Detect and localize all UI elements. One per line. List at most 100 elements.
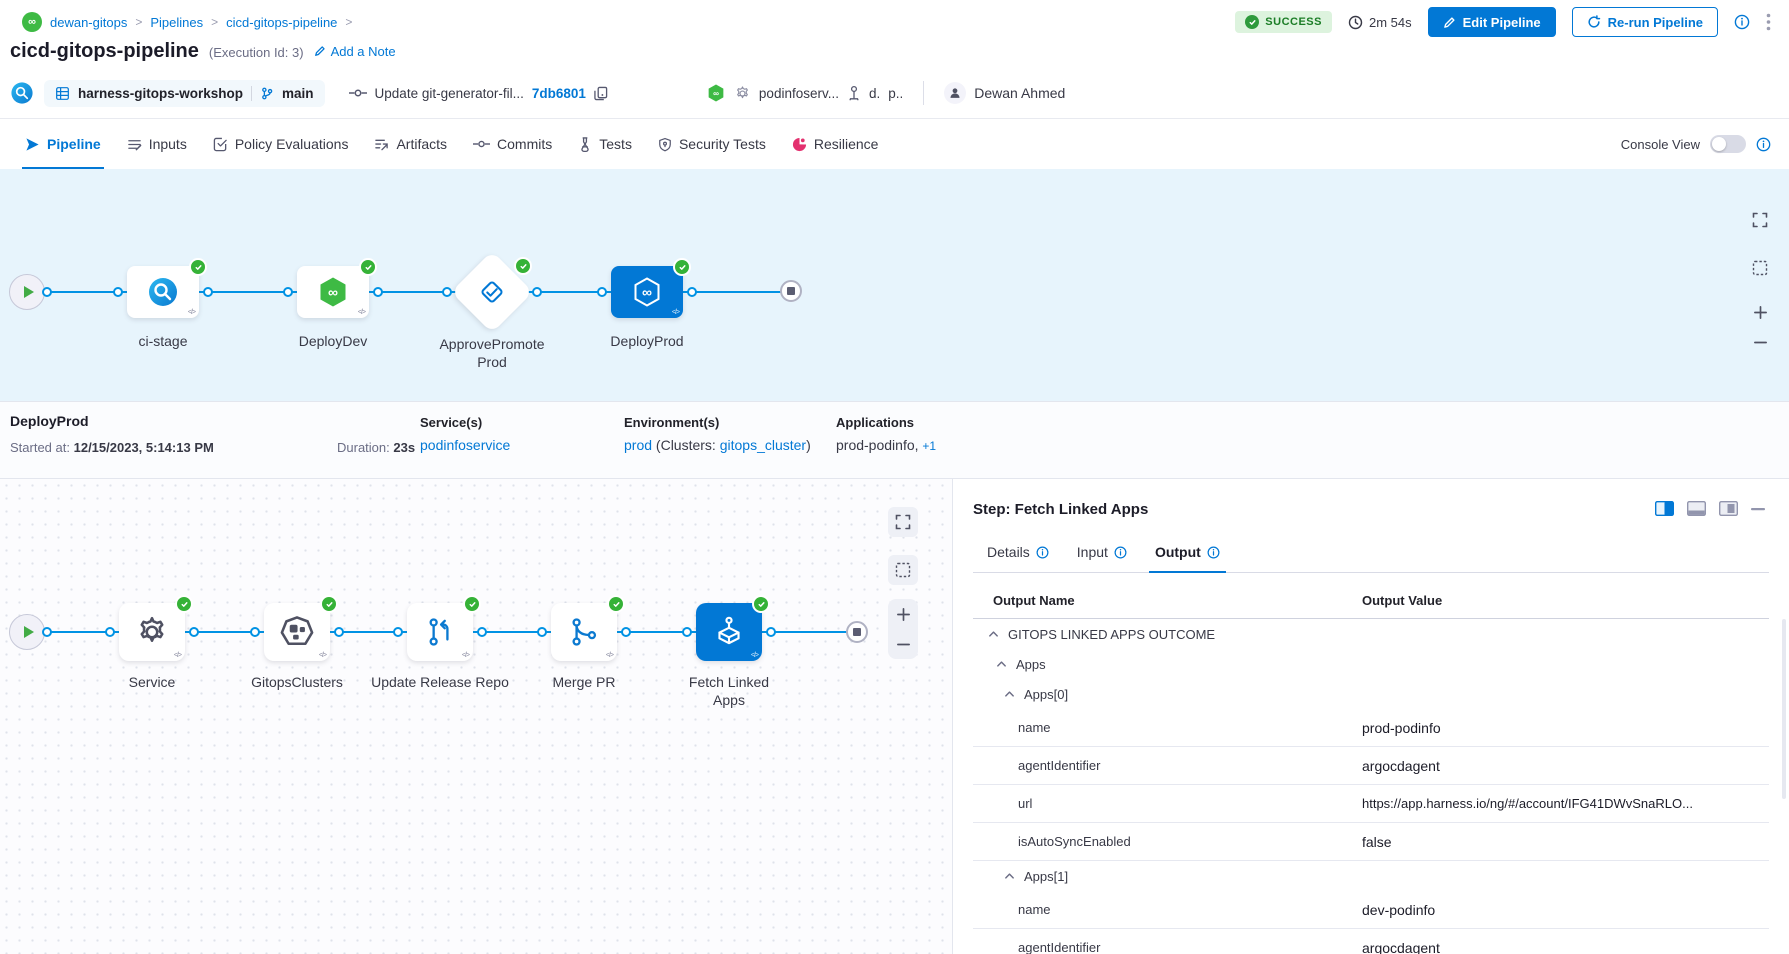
code-chevrons-icon: </> <box>605 652 614 659</box>
commit-sha[interactable]: 7db6801 <box>531 85 586 101</box>
output-group-row[interactable]: Apps[0] <box>973 679 1769 709</box>
approval-check-icon <box>481 281 503 303</box>
zoom-in-button[interactable] <box>888 599 918 629</box>
step-graph-canvas[interactable]: </> Service </> GitopsClusters </> <box>0 479 953 954</box>
chevron-up-icon[interactable] <box>1004 872 1015 880</box>
breadcrumb-project[interactable]: dewan-gitops <box>50 14 128 30</box>
stage-graph-canvas[interactable]: </> ci-stage ∞ </> DeployDev ApproveProm… <box>0 169 1789 401</box>
stage-node-ci-stage[interactable]: </> ci-stage <box>113 258 213 349</box>
rerun-pipeline-button[interactable]: Re-run Pipeline <box>1571 7 1718 37</box>
fullscreen-button[interactable] <box>1745 205 1775 235</box>
output-group-row[interactable]: Apps[1] <box>973 861 1769 891</box>
inputs-icon <box>127 139 142 150</box>
success-check-icon <box>189 258 207 276</box>
service-name-truncated[interactable]: podinfoserv... <box>758 85 839 101</box>
breadcrumb-pipeline[interactable]: cicd-gitops-pipeline <box>226 14 338 30</box>
fullscreen-button[interactable] <box>888 507 918 537</box>
output-name-cell: agentIdentifier <box>1018 758 1101 773</box>
breadcrumb-pipelines[interactable]: Pipelines <box>150 14 204 30</box>
layout-minimized-icon[interactable] <box>1719 501 1738 516</box>
service-link[interactable]: podinfoservice <box>420 437 511 453</box>
stage-node-approvepromoteprod[interactable]: ApprovePromoteProd <box>439 250 545 370</box>
chevron-up-icon[interactable] <box>1004 690 1015 698</box>
branch-name[interactable]: main <box>282 85 314 101</box>
steps-start-node[interactable] <box>9 614 52 650</box>
tab-output[interactable]: Output <box>1141 538 1234 573</box>
chevron-up-icon[interactable] <box>988 630 999 638</box>
code-chevrons-icon: </> <box>318 652 327 659</box>
tab-inputs[interactable]: Inputs <box>114 119 200 169</box>
code-chevrons-icon: </> <box>671 309 680 316</box>
output-group-row[interactable]: GITOPS LINKED APPS OUTCOME <box>973 619 1769 649</box>
tab-details[interactable]: Details <box>973 538 1063 572</box>
console-view-toggle[interactable] <box>1710 135 1746 153</box>
environment-link[interactable]: prod <box>624 437 653 453</box>
selection-mode-button[interactable] <box>1745 253 1775 283</box>
layout-split-right-icon[interactable] <box>1655 501 1674 516</box>
svg-text:∞: ∞ <box>642 284 652 300</box>
output-group-row[interactable]: Apps <box>973 649 1769 679</box>
stage-node-deployprod[interactable]: ∞ </> DeployProd <box>597 258 697 349</box>
pipeline-edge <box>27 291 791 293</box>
step-node-fetch-linked-apps[interactable]: </> Fetch Linked Apps <box>682 595 776 708</box>
step-node-merge-pr[interactable]: </> Merge PR <box>537 595 631 690</box>
triggered-by: Dewan Ahmed <box>944 82 1065 104</box>
step-label: GitopsClusters <box>251 674 343 690</box>
check-icon <box>1245 15 1260 29</box>
tab-policy-evaluations[interactable]: Policy Evaluations <box>200 119 362 169</box>
step-node-update-release-repo[interactable]: </> Update Release Repo <box>371 595 509 690</box>
info-icon[interactable] <box>1756 137 1771 152</box>
repo-name[interactable]: harness-gitops-workshop <box>78 85 244 101</box>
port <box>373 287 383 297</box>
environment-truncated-2[interactable]: p.. <box>888 85 904 101</box>
selection-mode-button[interactable] <box>888 555 918 585</box>
code-chevrons-icon: </> <box>187 309 196 316</box>
stage-node-deploydev[interactable]: ∞ </> DeployDev <box>283 258 383 349</box>
layout-bottom-icon[interactable] <box>1687 501 1706 516</box>
info-icon[interactable] <box>1734 14 1750 30</box>
column-output-value: Output Value <box>1362 593 1443 608</box>
applications-more-link[interactable]: +1 <box>922 439 937 453</box>
output-table: Output Name Output Value GITOPS LINKED A… <box>973 593 1769 954</box>
service-info: ∞ podinfoserv... d. p.. <box>706 83 903 103</box>
kebab-menu-icon[interactable] <box>1766 13 1771 31</box>
panel-scrollbar[interactable] <box>1782 619 1786 799</box>
chevron-up-icon[interactable] <box>996 660 1007 668</box>
step-node-service[interactable]: </> Service <box>105 595 199 690</box>
step-node-gitopsclusters[interactable]: </> GitopsClusters <box>250 595 344 690</box>
started-at: Started at: 12/15/2023, 5:14:13 PM <box>10 440 214 455</box>
stage-label: DeployProd <box>610 333 684 349</box>
divider <box>923 81 925 105</box>
steps-end-node[interactable] <box>846 621 868 643</box>
success-check-icon <box>359 258 377 276</box>
pipeline-start-node[interactable] <box>9 274 52 310</box>
group-name: Apps[0] <box>1024 686 1069 702</box>
applications-column: Applications prod-podinfo, +1 <box>836 415 937 453</box>
commit-message[interactable]: Update git-generator-fil... <box>374 85 524 101</box>
merge-pr-icon <box>572 618 597 646</box>
collapse-panel-icon[interactable] <box>1751 507 1765 511</box>
tab-security-tests[interactable]: Security Tests <box>645 119 779 169</box>
output-value-cell[interactable]: https://app.harness.io/ng/#/account/IFG4… <box>1362 796 1693 811</box>
tab-resilience[interactable]: Resilience <box>779 119 892 169</box>
tab-artifacts[interactable]: Artifacts <box>361 119 460 169</box>
environment-truncated-1[interactable]: d. <box>868 85 881 101</box>
tab-tests[interactable]: Tests <box>565 119 645 169</box>
pipeline-end-node[interactable] <box>780 280 802 302</box>
edit-pipeline-button[interactable]: Edit Pipeline <box>1427 7 1556 37</box>
add-note-link[interactable]: Add a Note <box>314 44 396 59</box>
tab-input[interactable]: Input <box>1063 538 1141 572</box>
cluster-link[interactable]: gitops_cluster <box>719 437 807 453</box>
repo-branch-pill[interactable]: harness-gitops-workshop main <box>44 79 325 107</box>
zoom-in-button[interactable] <box>1745 297 1775 327</box>
zoom-out-button[interactable] <box>888 629 918 659</box>
gear-icon <box>140 616 164 642</box>
code-chevrons-icon: </> <box>173 652 182 659</box>
tab-commits[interactable]: Commits <box>460 119 565 169</box>
zoom-out-button[interactable] <box>1745 327 1775 357</box>
shield-icon <box>659 137 671 151</box>
copy-icon[interactable] <box>594 86 608 101</box>
tab-pipeline[interactable]: Pipeline <box>12 119 114 169</box>
